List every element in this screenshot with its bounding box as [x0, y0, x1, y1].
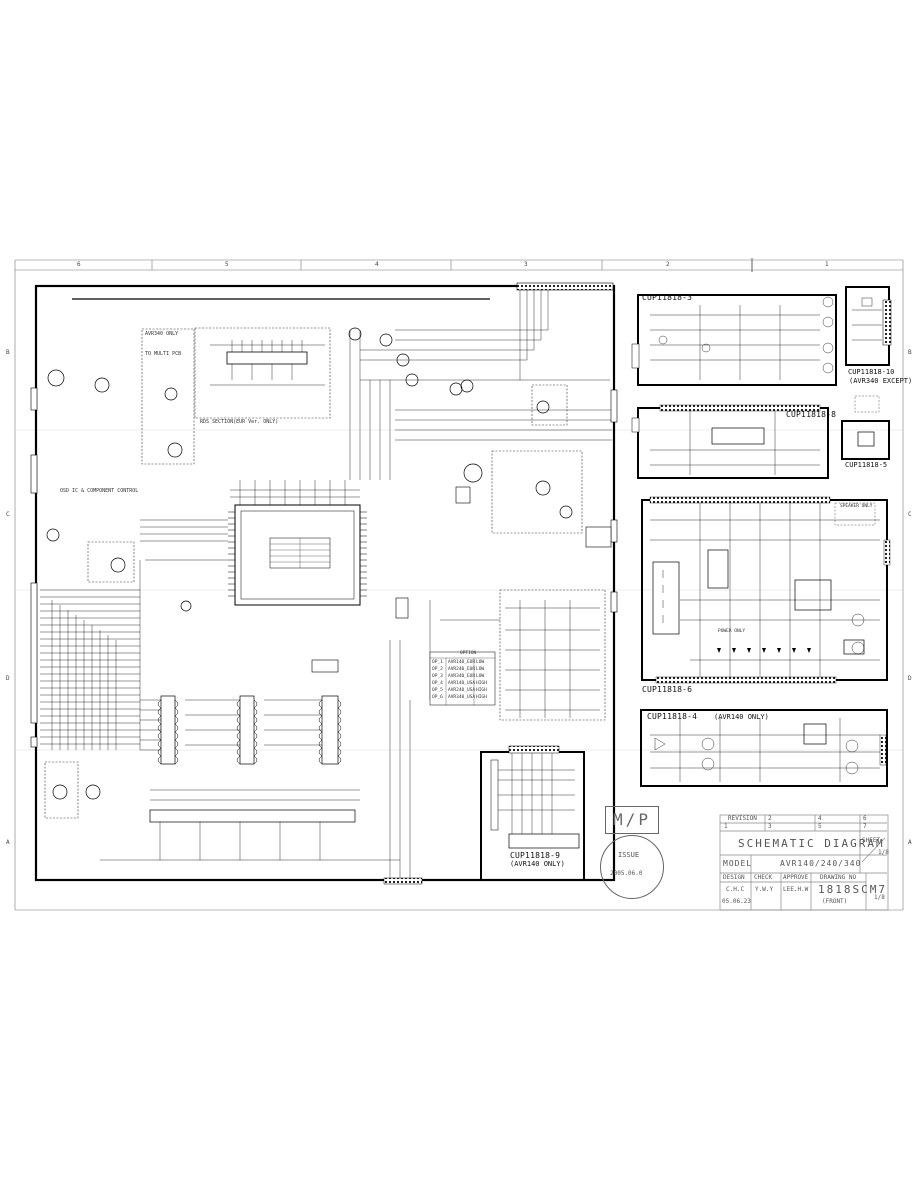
grid-row-d: D — [6, 675, 10, 682]
option-row-1-level: LOW — [476, 660, 485, 665]
label-power-only: POWER ONLY — [718, 629, 746, 634]
issue-stamp-label: ISSUE — [618, 851, 640, 859]
issue-stamp — [600, 835, 664, 899]
board-cup11818-10 — [845, 286, 892, 413]
schematic-title: SCHEMATIC DIAGRAM — [738, 837, 885, 850]
revision-7: 7 — [863, 823, 867, 830]
design-label: DESIGN — [723, 874, 745, 881]
approve-label: APPROVE — [783, 874, 809, 881]
label-cup11818-4: CUP11818-4 — [647, 712, 698, 721]
drawing-frame — [14, 258, 904, 911]
option-row-1-model: AVR140_EUR — [448, 660, 476, 665]
option-row-3-model: AVR340_EUR — [448, 674, 476, 679]
main-board — [30, 282, 618, 885]
label-rds-section: RDS SECTION(EUR Ver. ONLY) — [200, 419, 279, 425]
option-row-6-id: OP_6 — [432, 695, 443, 700]
grid-row-a-right: A — [908, 839, 912, 846]
option-row-2-level: LOW — [476, 667, 485, 672]
revision-6: 6 — [863, 815, 867, 822]
label-cup11818-3: CUP11818-3 — [642, 293, 693, 302]
label-speaker-only: SPEAKER ONLY — [840, 504, 873, 509]
board-cup11818-8 — [631, 404, 829, 479]
grid-col-3: 3 — [524, 261, 528, 268]
model-value: AVR140/240/340 — [780, 859, 862, 868]
sheet-label: SHEET — [862, 837, 881, 844]
title-block — [719, 814, 889, 911]
revision-2: 2 — [768, 815, 772, 822]
label-cup11818-6: CUP11818-6 — [642, 685, 693, 694]
grid-col-4: 4 — [375, 261, 379, 268]
label-cup11818-10-sub: (AVR340 EXCEPT) — [849, 377, 913, 385]
label-cup11818-8: CUP11818-8 — [786, 410, 837, 419]
mp-stamp: M/P — [605, 806, 659, 834]
revision-1: 1 — [724, 823, 728, 830]
option-row-5-level: HIGH — [476, 688, 487, 693]
option-row-5-id: OP_5 — [432, 688, 443, 693]
grid-col-5: 5 — [225, 261, 229, 268]
board-cup11818-6 — [641, 496, 891, 684]
grid-col-2: 2 — [666, 261, 670, 268]
label-cup11818-10: CUP11818-10 — [848, 368, 895, 376]
option-row-6-level: HIGH — [476, 695, 487, 700]
grid-row-b: B — [6, 349, 10, 356]
label-option: OPTION — [460, 651, 477, 656]
board-cup11818-5 — [841, 420, 890, 460]
revision-5: 5 — [818, 823, 822, 830]
label-cup11818-4-sub: (AVR140 ONLY) — [714, 713, 769, 721]
option-row-4-model: AVR140_USA — [448, 681, 476, 686]
date-value: 05.06.23 — [722, 898, 751, 905]
design-value: C.H.C — [726, 886, 745, 893]
revision-label: REVISION — [728, 815, 757, 822]
sheet-corner: 1/8 — [874, 894, 885, 901]
revision-3: 3 — [768, 823, 772, 830]
grid-row-c: C — [6, 511, 10, 518]
option-row-3-level: LOW — [476, 674, 485, 679]
drawing-no-value: 1818SCM7 — [818, 883, 887, 896]
board-cup11818-4 — [640, 709, 888, 787]
label-osd-ic: OSD IC & COMPONENT CONTROL — [60, 488, 139, 494]
grid-row-b-right: B — [908, 349, 912, 356]
approve-value: LEE.H.W — [783, 886, 809, 893]
issue-stamp-date: 2005.06.0 — [610, 870, 643, 877]
label-avr340-only: AVR340 ONLY — [145, 331, 179, 337]
option-row-2-id: OP_2 — [432, 667, 443, 672]
grid-row-c-right: C — [908, 511, 912, 518]
label-cup11818-5: CUP11818-5 — [845, 461, 888, 469]
sheet-value: 1/8 — [878, 849, 889, 856]
revision-4: 4 — [818, 815, 822, 822]
board-cup11818-3 — [631, 294, 837, 386]
check-label: CHECK — [754, 874, 773, 881]
option-row-6-model: AVR340_USA — [448, 695, 476, 700]
option-row-4-level: HIGH — [476, 681, 487, 686]
label-cup11818-9-sub: (AVR140 ONLY) — [510, 860, 565, 868]
option-row-5-model: AVR240_USA — [448, 688, 476, 693]
model-label: MODEL — [723, 859, 753, 868]
grid-col-6: 6 — [77, 261, 81, 268]
label-to-multi-pcb: TO MULTI PCB — [145, 351, 182, 357]
front-value: (FRONT) — [822, 898, 848, 905]
option-row-3-id: OP_3 — [432, 674, 443, 679]
grid-row-a: A — [6, 839, 10, 846]
option-row-1-id: OP_1 — [432, 660, 443, 665]
grid-row-d-right: D — [908, 675, 912, 682]
check-value: Y.W.Y — [755, 886, 774, 893]
grid-col-1: 1 — [825, 261, 829, 268]
option-row-2-model: AVR240_EUR — [448, 667, 476, 672]
label-cup11818-9: CUP11818-9 — [510, 851, 561, 860]
board-cup11818-9 — [480, 745, 585, 881]
drawing-no-label: DRAWING NO — [820, 874, 857, 881]
option-row-4-id: OP_4 — [432, 681, 443, 686]
